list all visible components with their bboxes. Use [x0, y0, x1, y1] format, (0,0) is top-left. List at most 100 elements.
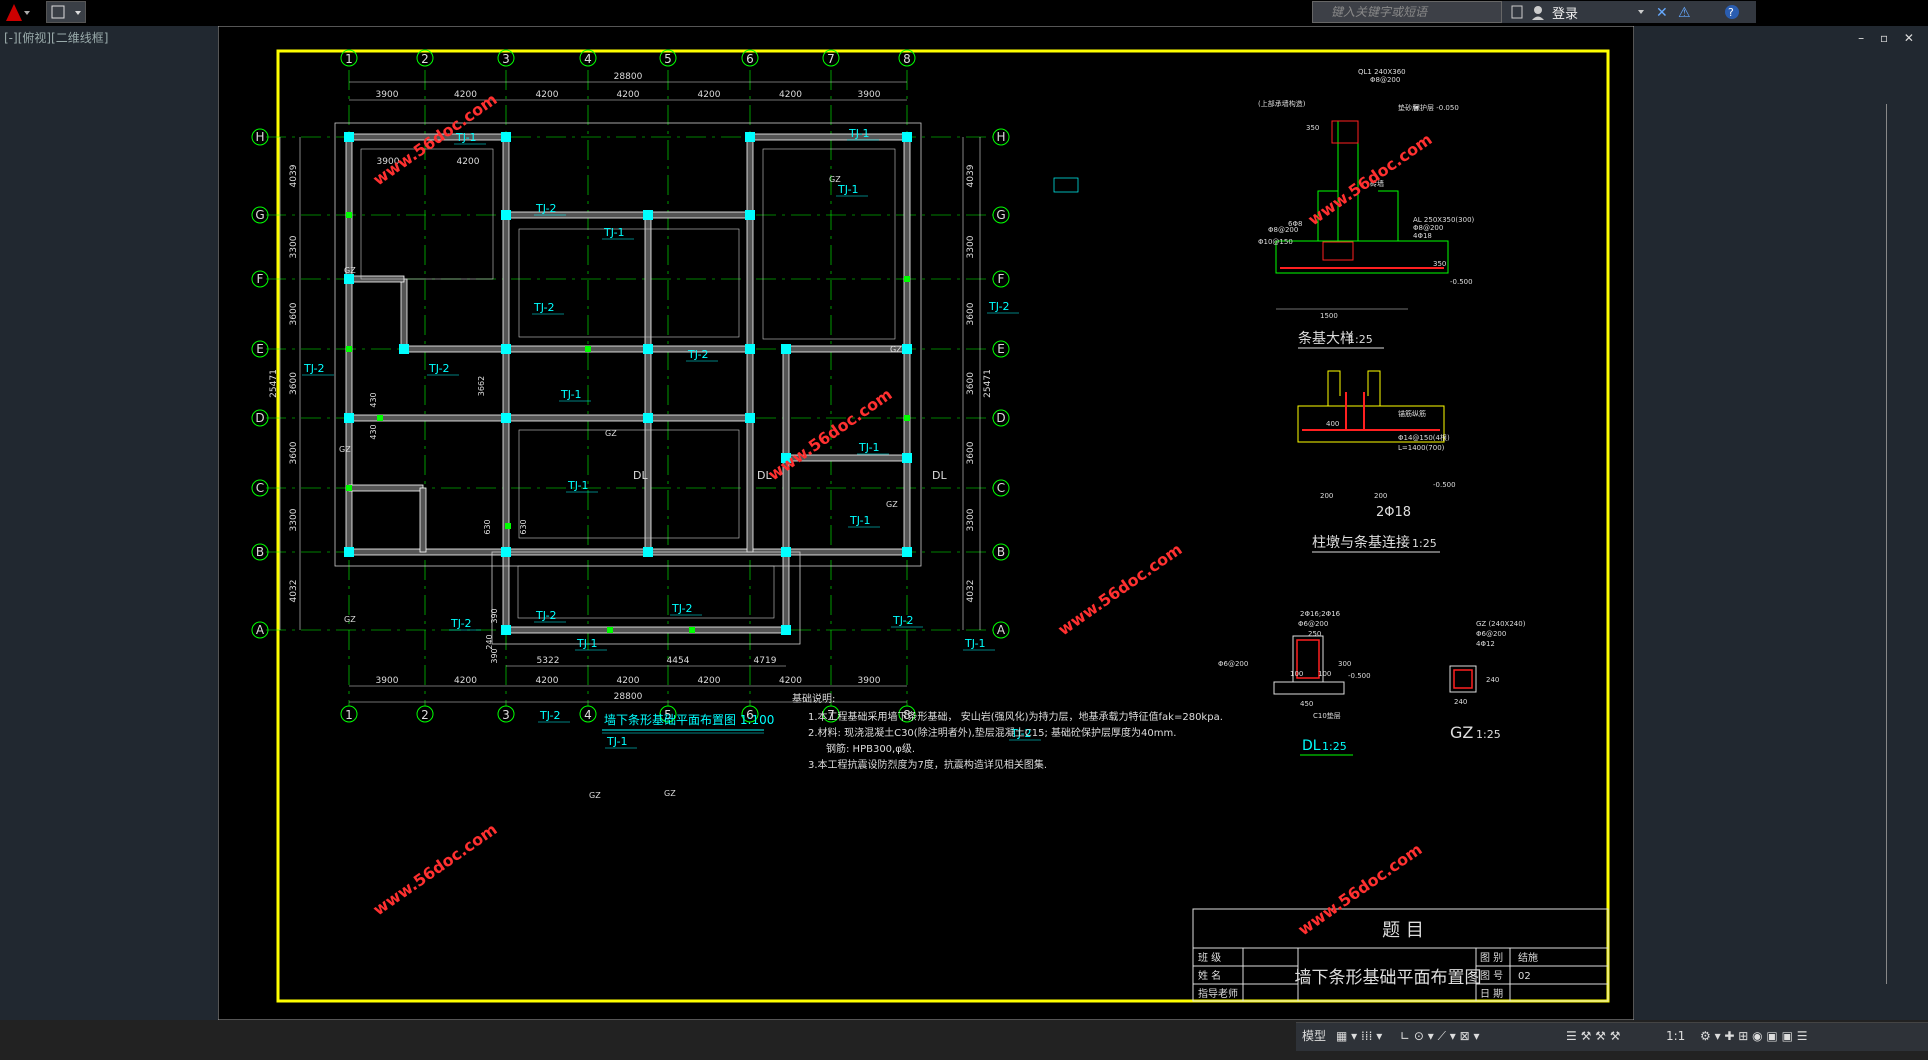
beam-label: TJ-1: [606, 735, 628, 748]
wall-segment: [348, 484, 424, 492]
axis-bubble: [822, 705, 840, 723]
gz-label: GZ: [664, 789, 676, 798]
tb-right-value: 02: [1518, 971, 1531, 982]
detail4-label: 240: [1454, 698, 1467, 706]
dim-text: 3900: [858, 90, 881, 100]
dim-text: 3900: [377, 157, 400, 167]
column: [745, 210, 755, 220]
dim-text: 4454: [667, 656, 690, 666]
detail2-label: 2Φ18: [1376, 505, 1411, 520]
dim-text: 390: [490, 648, 499, 663]
svg-text:⚠: ⚠: [1678, 5, 1691, 21]
dl-label: DL: [633, 469, 648, 482]
axis-bubble: [497, 705, 515, 723]
tb-row-label: 班 级: [1198, 952, 1221, 964]
dim-text: 3300: [289, 235, 299, 258]
beam-label: TJ-2: [535, 609, 557, 622]
dim-text: 4200: [698, 90, 721, 100]
note-line: 钢筋: HPB300,φ级.: [826, 742, 915, 755]
wall-segment: [403, 345, 507, 353]
dim-text: 4200: [454, 90, 477, 100]
beam-label: TJ-1: [964, 637, 986, 650]
dim-total: 25471: [269, 369, 279, 398]
axis-bubble: [659, 705, 677, 723]
dim-text: 3300: [289, 508, 299, 531]
wall-segment: [746, 214, 754, 553]
axis-bubble: [992, 340, 1010, 358]
axis-number: 4: [584, 52, 592, 66]
ortho-toggle[interactable]: ∟ ⊙ ▾ ⟋ ▾ ⊠ ▾: [1400, 1029, 1480, 1043]
beam-label: TJ-2: [892, 614, 914, 627]
detail1-label: 1500: [1320, 312, 1338, 320]
beam-label: TJ-1: [858, 441, 880, 454]
column: [643, 344, 653, 354]
axis-number: 1: [345, 708, 353, 722]
axis-letter: A: [997, 623, 1006, 637]
axis-letter: B: [997, 545, 1005, 559]
wall-segment: [505, 626, 787, 634]
column: [781, 344, 791, 354]
detail-scale: 1:25: [1348, 333, 1373, 346]
axis-letter: D: [255, 411, 264, 425]
model-tab[interactable]: 模型: [1302, 1029, 1327, 1043]
axis-number: 3: [502, 708, 510, 722]
lineweight-toggle[interactable]: ☰ ⚒ ⚒ ⚒: [1566, 1029, 1621, 1043]
notes-title: 基础说明:: [792, 692, 835, 705]
pier-base: [1297, 405, 1445, 443]
beam-label: TJ-1: [560, 388, 582, 401]
dim-text: 4200: [454, 676, 477, 686]
workspace-gear-icon[interactable]: ⚙ ▾ ✚ ⊞ ◉ ▣ ▣ ☰: [1700, 1029, 1808, 1043]
tb-header: 题 目: [1382, 920, 1424, 941]
axis-letter: A: [256, 623, 265, 637]
footing-base: [1275, 240, 1449, 274]
footing-outline: [1317, 190, 1399, 241]
dl-stirrup: [1296, 639, 1320, 679]
column: [902, 132, 912, 142]
beam-label: TJ-1: [576, 637, 598, 650]
detail1-label: Φ10@150: [1258, 238, 1293, 246]
dim-total: 28800: [614, 72, 643, 82]
dim-text: 4200: [536, 676, 559, 686]
search-input[interactable]: 键入关键字或短语: [1312, 1, 1502, 23]
column: [501, 210, 511, 220]
axis-bubble: [251, 206, 269, 224]
viewport-label[interactable]: [-][俯视][二维线框]: [4, 31, 109, 45]
dim-text: 4032: [289, 580, 299, 603]
axis-letter: G: [996, 208, 1005, 222]
watermark-text: www.56doc.com: [1054, 539, 1185, 639]
constructional-column: [689, 627, 695, 633]
axis-letter: H: [996, 130, 1005, 144]
login-label[interactable]: 登录: [1552, 7, 1579, 22]
side-palette[interactable]: [1886, 104, 1928, 984]
detail-title: 条基大样: [1298, 330, 1354, 347]
note-line: 2.材料: 现浇混凝土C30(除注明者外),垫层混凝土C15; 基础砼保护层厚度…: [808, 726, 1176, 739]
title-bar: 键入关键字或短语 ✕ ⚠ ? 登录: [0, 0, 1928, 26]
beam-label: TJ-1: [849, 514, 871, 527]
detail1-label: 350: [1433, 260, 1446, 268]
beam-label: TJ-2: [687, 348, 709, 361]
dim-text: 4032: [966, 580, 976, 603]
dim-text: 3600: [289, 302, 299, 325]
app-menu-button[interactable]: [2, 1, 36, 23]
axis-number: 6: [746, 708, 754, 722]
column: [781, 547, 791, 557]
detail2-label: L=1400(700): [1398, 444, 1445, 452]
window-controls[interactable]: – ▫ ✕: [1858, 31, 1920, 45]
axis-bubble: [579, 49, 597, 67]
detail3-label: 300: [1338, 660, 1351, 668]
axis-number: 8: [903, 708, 911, 722]
quick-access-button[interactable]: [46, 1, 86, 23]
dl-base: [1273, 681, 1345, 695]
column: [745, 413, 755, 423]
detail4-label: GZ (240X240): [1476, 620, 1526, 628]
detail2-label: Φ14@150(4根): [1398, 433, 1450, 442]
column: [643, 547, 653, 557]
dim-total: 25471: [983, 369, 993, 398]
annotation-scale[interactable]: 1:1: [1666, 1029, 1686, 1043]
beam-label: TJ-2: [535, 202, 557, 215]
watermark-text: www.56doc.com: [369, 819, 500, 919]
axis-bubble: [741, 49, 759, 67]
grid-toggle[interactable]: ▦ ▾ ⁞⁞⁞ ▾: [1336, 1029, 1383, 1043]
